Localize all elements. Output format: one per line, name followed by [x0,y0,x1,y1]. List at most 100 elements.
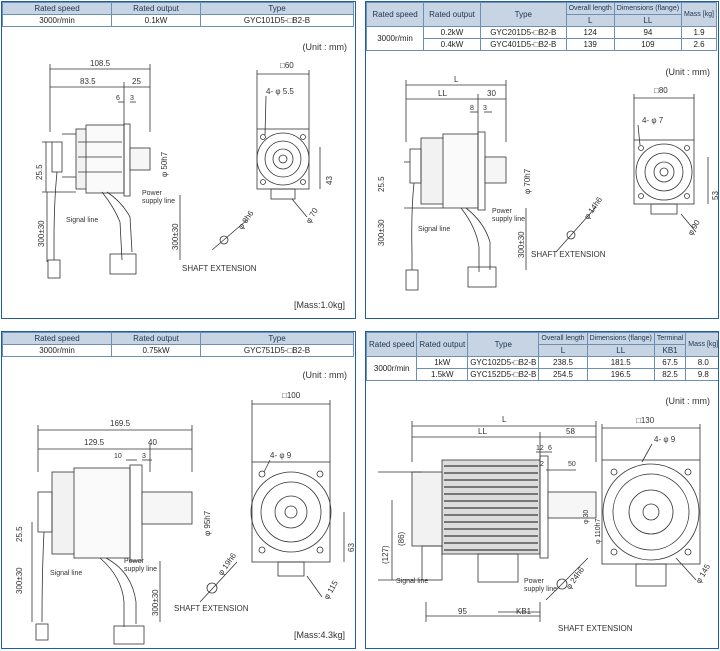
dim-L: L [454,75,459,84]
dim-LL: LL [438,89,447,98]
mass-note: [Mass:1.0kg] [293,300,345,310]
dim-d1: 12 [536,445,544,452]
dim-spigot: φ 50h7 [160,151,169,177]
unit-note: (Unit : mm) [665,67,711,77]
cell-speed: 3000r/min [2,14,112,27]
cell-LL: 109 [613,38,683,51]
dim-d2: 3 [130,95,134,102]
power-line-label: Power supply line [142,190,176,205]
cell-LL: 196.5 [586,368,655,381]
spec-table: Rated speed Rated output Type Overall le… [366,332,718,381]
dim-d3: 2 [540,461,544,468]
motor-drawing: 169.5 129.5 40 10 3 □100 4- φ 9 φ 95h7 2… [15,391,356,645]
motor-drawing: L LL 58 12 6 2 50 □130 4- φ 9 φ 30 φ 110… [378,415,712,622]
dim-lead1: 300±30 [37,220,46,247]
signal-line-label: Signal line [418,226,451,233]
cell-type: GYC101D5-□B2-B [200,14,354,27]
dim-h2: (86) [397,531,406,546]
dim-d4: 50 [568,461,576,468]
dim-holes: 4- φ 9 [270,451,292,460]
header-rated-speed: Rated speed [366,332,418,357]
dim-spigot: φ 70h7 [523,168,532,194]
dim-spigot2: φ 30 [583,510,590,524]
dim-h2: 43 [325,176,334,185]
cell-output: 0.75kW [111,344,201,357]
spec-table: Rated speed Rated output Type 3000r/min … [2,332,354,357]
motor-drawing: 108.5 83.5 25 6 3 □60 4- φ 5.5 φ 50h7 25… [35,59,334,279]
dim-LL: LL [478,427,487,436]
cell-L: 139 [565,38,615,51]
dim-pcd: φ 70 [304,206,320,225]
dim-d2: 3 [483,105,487,112]
power-line-label: Power supply line [492,208,526,223]
header-KB1: KB1 [653,344,687,357]
header-LL: LL [613,14,683,27]
dim-flange: □100 [282,391,301,400]
dim-holes: 4- φ 7 [642,116,664,125]
cell-L: 254.5 [538,368,588,381]
mass-note: [Mass:4.3kg] [293,630,345,640]
cell-mass: 1.9 [681,26,717,39]
shaft-extension-label: SHAFT EXTENSION [174,604,249,613]
dim-shaft: 40 [148,438,157,447]
power-line-label: Power supply line [124,558,158,573]
shaft-extension-label: SHAFT EXTENSION [531,250,606,259]
dim-spigot: φ 95h7 [203,510,212,536]
dim-h1: 25.5 [377,176,386,192]
panel-gyc101: Rated speed Rated output Type 3000r/min … [1,1,356,319]
dim-base: 95 [458,607,467,616]
dim-holes: 4- φ 9 [654,435,676,444]
unit-note: (Unit : mm) [302,42,348,52]
dim-L: L [502,415,507,424]
header-overall-length: Overall length [538,332,588,345]
shaft-extension-label: SHAFT EXTENSION [182,264,257,273]
header-terminal: Terminal [653,332,687,345]
spec-table: Rated speed Rated output Type Overall le… [366,2,717,51]
signal-line-label: Signal line [50,570,83,577]
dim-h2: 53 [711,191,719,200]
dim-pcd: φ 115 [322,579,340,601]
shaft-extension-label: SHAFT EXTENSION [558,624,633,633]
dim-d2: 3 [142,453,146,460]
header-L: L [565,14,615,27]
cell-type: GYC401D5-□B2-B [480,38,567,51]
cell-KB1: 82.5 [653,368,687,381]
dim-total: 169.5 [110,419,131,428]
dim-h2: 63 [347,543,356,552]
panel-gyc102-152: Rated speed Rated output Type Overall le… [365,331,719,649]
unit-note: (Unit : mm) [302,370,348,380]
dim-body: 129.5 [84,438,105,447]
dim-total: 108.5 [90,59,111,68]
dim-pcd: φ 145 [694,562,712,585]
header-rated-output: Rated output [111,2,201,15]
cell-mass: 9.8 [685,368,718,381]
dim-lead2: 300±30 [171,223,180,250]
cell-type: GYC751D5-□B2-B [200,344,354,357]
dim-h1: 25.5 [15,526,24,542]
motor-drawing: L LL 30 8 3 □80 4- φ 7 φ 70h7 25.5 53 30… [377,75,719,291]
dim-flange: □60 [280,61,294,70]
dim-shaft-dia: φ 8h6 [236,209,256,232]
dim-d1: 8 [470,105,474,112]
cell-mass: 2.6 [681,38,717,51]
dim-d1: 6 [116,95,120,102]
dim-d2: 6 [548,445,552,452]
dim-flange: □130 [636,416,655,425]
dim-pcd: φ 90 [686,218,702,237]
cell-output: 0.4kW [423,38,481,51]
unit-note: (Unit : mm) [665,396,711,406]
dim-h1: (127) [381,545,390,564]
signal-line-label: Signal line [396,578,429,585]
dim-body: 83.5 [80,77,96,86]
dim-holes: 4- φ 5.5 [266,87,294,96]
dim-lead1: 300±30 [377,219,386,246]
dim-flange: □80 [654,86,668,95]
dim-lead2: 300±30 [517,231,526,258]
header-rated-speed: Rated speed [366,2,424,27]
dim-d1: 10 [114,453,122,460]
dim-shaft: 25 [132,77,141,86]
power-line-label: Power supply line [524,578,558,593]
panel-gyc201-401: Rated speed Rated output Type Overall le… [365,1,719,319]
signal-line-label: Signal line [66,217,99,224]
cell-speed: 3000r/min [366,356,418,381]
